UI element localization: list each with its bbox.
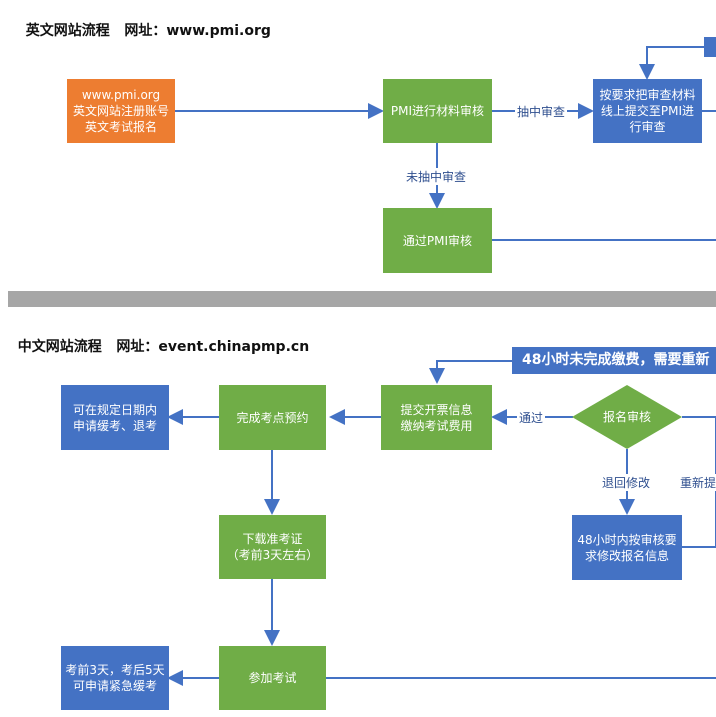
label-resubmit: 重新提 [678, 474, 716, 491]
reg-review-diamond [572, 385, 682, 449]
payment-deadline-banner: 48小时未完成缴费，需要重新 [512, 347, 716, 374]
pmi-material-review-box: PMI进行材料审核 [383, 79, 492, 143]
label-not-selected-for-audit: 未抽中审查 [404, 168, 469, 185]
label-pass: 通过 [517, 409, 546, 426]
admit-card-box: 下载准考证 （考前3天左右） [219, 515, 326, 579]
label-return-modify: 退回修改 [600, 474, 653, 491]
english-section-title: 英文网站流程 网址：www.pmi.org [16, 4, 271, 40]
chinese-title-text: 中文网站流程 [17, 339, 102, 355]
label-selected-for-audit: 抽中审查 [515, 103, 568, 120]
booking-box: 完成考点预约 [219, 385, 326, 450]
exam-box: 参加考试 [219, 646, 326, 710]
partial-box-top-right [704, 37, 716, 57]
register-box: www.pmi.org 英文网站注册账号 英文考试报名 [67, 79, 175, 143]
modify-info-box: 48小时内按审核要 求修改报名信息 [572, 515, 682, 580]
invoice-fee-box: 提交开票信息 缴纳考试费用 [381, 385, 492, 450]
defer-box: 可在规定日期内 申请缓考、退考 [61, 385, 169, 450]
chinese-url-label: 网址：event.chinapmp.cn [116, 339, 310, 355]
chinese-section-title: 中文网站流程 网址：event.chinapmp.cn [8, 320, 309, 356]
reg-review-label: 报名审核 [602, 410, 651, 424]
section-divider [8, 291, 716, 307]
submit-materials-box: 按要求把审查材料 线上提交至PMI进 行审查 [593, 79, 702, 143]
arrow-loop-to-submit [639, 46, 704, 80]
pass-pmi-review-box: 通过PMI审核 [383, 208, 492, 273]
arrow-banner-to-invoice [429, 360, 512, 384]
urgent-defer-box: 考前3天，考后5天 可申请紧急缓考 [61, 646, 169, 710]
english-title-text: 英文网站流程 [25, 23, 110, 39]
english-url-label: 网址：www.pmi.org [124, 23, 271, 39]
